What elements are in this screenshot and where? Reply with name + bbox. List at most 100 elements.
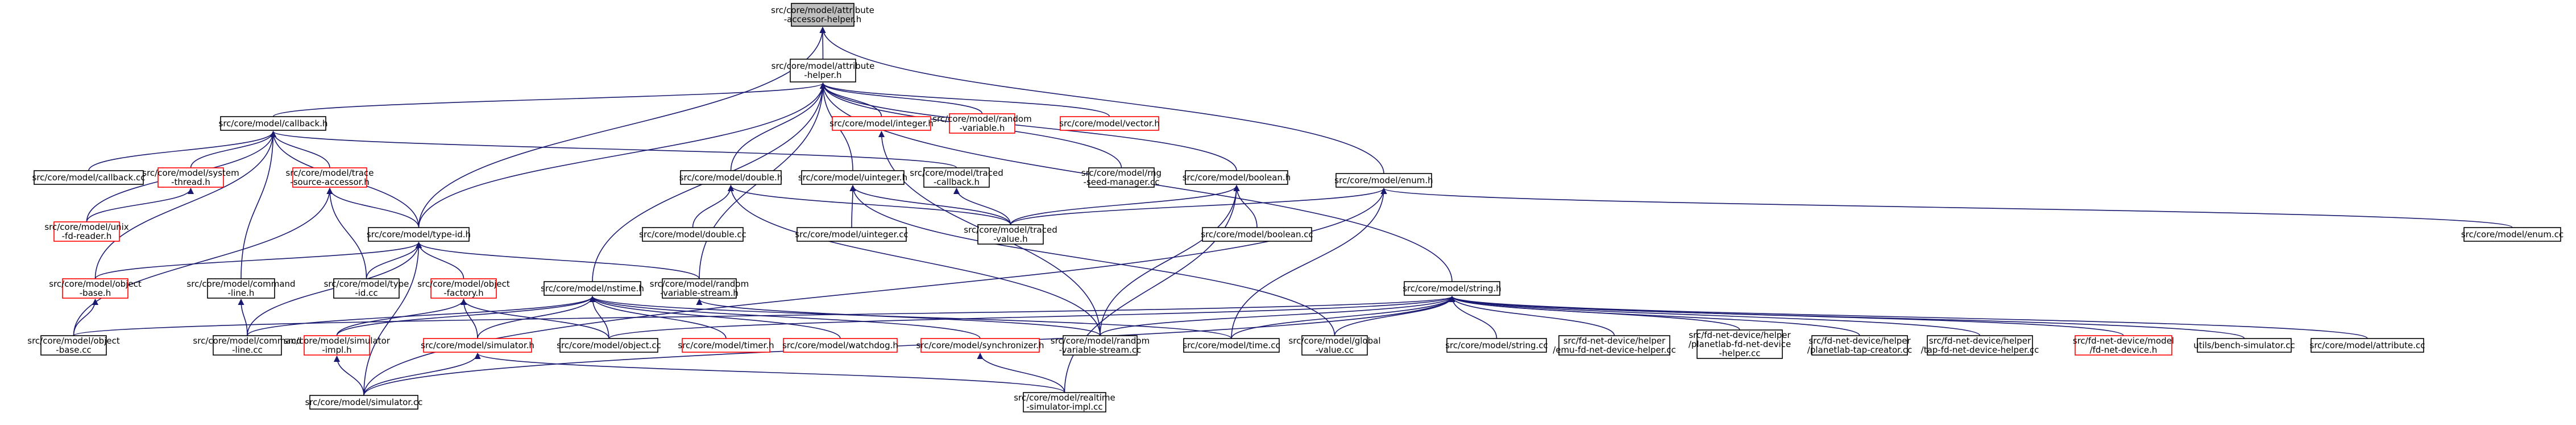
node-global-value-cc[interactable]: src/core/model/global-value.cc: [1288, 335, 1381, 356]
edge-line: [727, 184, 1101, 336]
node-enum-cc[interactable]: src/core/model/enum.cc: [2461, 227, 2563, 242]
edge-line: [849, 184, 856, 228]
edge-string-cc-to-string-h: [1449, 295, 1498, 339]
node-label-line: src/core/model/attribute: [771, 5, 874, 15]
node-box: [1335, 173, 1432, 188]
node-string-cc[interactable]: src/core/model/string.cc: [1445, 338, 1548, 353]
node-traced-value-h[interactable]: src/core/model/traced-value.h: [964, 224, 1057, 245]
edge-simulator-impl-h-to-nstime-h: [336, 295, 596, 336]
edge-line: [1449, 295, 1615, 336]
node-box: [642, 227, 744, 242]
edge-simulator-h-to-object-factory-h: [460, 298, 478, 339]
node-planetlab-tap-creator-cc[interactable]: src/fd-net-device/helper/planetlab-tap-c…: [1807, 335, 1912, 356]
edge-object-base-cc-to-string-h: [73, 295, 1455, 336]
node-label-line: src/core/model/nstime.h: [541, 283, 644, 294]
node-object-base-h[interactable]: src/core/model/object-base.h: [49, 278, 142, 299]
edge-line: [88, 130, 277, 171]
node-label-line: -value.h: [993, 234, 1027, 244]
node-command-line-cc[interactable]: src/core/model/command-line.cc: [193, 335, 302, 356]
node-box: [2197, 338, 2292, 353]
edge-line: [474, 352, 1065, 393]
edge-line: [589, 295, 841, 339]
node-uinteger-cc[interactable]: src/core/model/uinteger.cc: [795, 227, 909, 242]
node-boolean-cc[interactable]: src/core/model/boolean.cc: [1201, 227, 1313, 242]
node-box: [682, 338, 770, 353]
edge-line: [819, 26, 1384, 174]
node-nstime-h[interactable]: src/core/model/nstime.h: [541, 281, 644, 296]
node-bench-simulator-cc[interactable]: utils/bench-simulator.cc: [2193, 338, 2295, 353]
node-random-variable-h[interactable]: src/core/model/random-variable.h: [932, 113, 1032, 134]
node-trace-source-accessor-h[interactable]: src/core/model/trace-source-accessor.h: [286, 167, 374, 188]
node-label-line: -callback.h: [934, 177, 980, 187]
node-random-variable-stream-h[interactable]: src/core/model/random-variable-stream.h: [650, 278, 749, 299]
edge-line: [363, 295, 1455, 396]
edge-line: [819, 82, 882, 117]
node-label-line: src/core/model/random: [650, 279, 749, 289]
node-label-line: -value.cc: [1316, 345, 1354, 355]
node-simulator-cc[interactable]: src/core/model/simulator.cc: [305, 395, 423, 410]
node-simulator-impl-h[interactable]: src/core/model/simulator-impl.h: [284, 335, 391, 356]
node-label-line: src/core/model/object: [417, 279, 510, 289]
node-label-line: src/core/model/attribute: [771, 61, 875, 71]
edge-type-id-cc-to-trace-source-accessor-h: [326, 187, 367, 279]
node-enum-h[interactable]: src/core/model/enum.h: [1334, 173, 1433, 188]
node-label-line: -accessor-helper.h: [784, 14, 861, 24]
node-emu-fd-net-device-helper-cc[interactable]: src/fd-net-device/helper/emu-fd-net-devi…: [1553, 335, 1676, 356]
node-attribute-helper[interactable]: src/core/model/attribute-helper.h: [771, 59, 875, 82]
edge-line: [247, 241, 422, 336]
node-callback-h[interactable]: src/core/model/callback.h: [219, 116, 328, 131]
node-rng-seed-manager-cc[interactable]: src/core/model/rng-seed-manager.cc: [1081, 167, 1162, 188]
node-vector-h[interactable]: src/core/model/vector.h: [1059, 116, 1160, 131]
node-traced-callback-h[interactable]: src/core/model/traced-callback.h: [910, 167, 1003, 188]
node-unix-fd-reader-h[interactable]: src/core/model/unix-fd-reader.h: [44, 221, 129, 242]
node-realtime-simulator-impl-cc[interactable]: src/core/model/realtime-simulator-impl.c…: [1014, 392, 1115, 412]
node-system-thread-h[interactable]: src/core/model/system-thread.h: [142, 167, 239, 188]
node-time-cc[interactable]: src/core/model/time.cc: [1183, 338, 1280, 353]
node-box: [157, 167, 224, 188]
node-boolean-h[interactable]: src/core/model/boolean.h: [1183, 170, 1291, 185]
node-type-id-cc[interactable]: src/core/model/type-id.cc: [324, 278, 409, 299]
node-uinteger-h[interactable]: src/core/model/uinteger.h: [798, 170, 907, 185]
node-label-line: src/core/model/integer.h: [829, 118, 934, 129]
node-box: [662, 278, 737, 299]
node-label-line: src/core/model/boolean.h: [1183, 172, 1291, 183]
node-label-line: src/core/model/double.h: [679, 172, 783, 183]
node-label-line: src/core/model/type-id.h: [367, 229, 471, 240]
node-box: [923, 167, 990, 188]
node-watchdog-h[interactable]: src/core/model/watchdog.h: [782, 338, 898, 353]
node-label-line: /emu-fd-net-device-helper.cc: [1553, 345, 1675, 355]
node-type-id-h[interactable]: src/core/model/type-id.h: [367, 227, 471, 242]
edge-object-base-h-to-type-id-h: [94, 241, 422, 279]
node-double-cc[interactable]: src/core/model/double.cc: [639, 227, 746, 242]
node-box: [791, 3, 854, 27]
edge-uinteger-cc-to-uinteger-h: [849, 184, 856, 228]
node-planetlab-fd-net-device-helper-cc[interactable]: src/fd-net-device/helper/planetlab-fd-ne…: [1689, 329, 1791, 359]
node-callback-cc[interactable]: src/core/model/callback.cc: [32, 170, 146, 185]
node-fd-net-device-h[interactable]: src/fd-net-device/model/fd-net-device.h: [2073, 335, 2174, 356]
node-integer-h[interactable]: src/core/model/integer.h: [829, 116, 934, 131]
node-attribute-cc[interactable]: src/core/model/attribute.cc: [2310, 338, 2425, 353]
node-object-cc[interactable]: src/core/model/object.cc: [557, 338, 661, 353]
node-synchronizer-h[interactable]: src/core/model/synchronizer.h: [916, 338, 1044, 353]
node-box: [832, 116, 931, 131]
node-label-line: -factory.h: [443, 288, 483, 298]
node-string-h[interactable]: src/core/model/string.h: [1403, 281, 1501, 296]
node-simulator-h[interactable]: src/core/model/simulator.h: [421, 338, 534, 353]
node-label-line: src/core/model/traced: [910, 168, 1003, 178]
node-label-line: src/fd-net-device/helper: [1929, 336, 2031, 346]
node-label-line: -variable-stream.cc: [1059, 345, 1142, 355]
node-tap-fd-net-device-helper-cc[interactable]: src/fd-net-device/helper/tap-fd-net-devi…: [1921, 335, 2039, 356]
node-command-line-h[interactable]: src/core/model/command-line.h: [186, 278, 296, 299]
node-double-h[interactable]: src/core/model/double.h: [679, 170, 783, 185]
node-object-factory-h[interactable]: src/core/model/object-factory.h: [417, 278, 510, 299]
edge-line: [820, 82, 1110, 117]
edge-boolean-cc-to-boolean-h: [1233, 184, 1258, 228]
node-label-line: -variable-stream.h: [660, 288, 739, 298]
node-box: [1185, 170, 1288, 185]
node-object-base-cc[interactable]: src/core/model/object-base.cc: [27, 335, 120, 356]
node-label-line: /fd-net-device.h: [2090, 345, 2158, 355]
node-random-variable-stream-cc[interactable]: src/core/model/random-variable-stream.cc: [1051, 335, 1150, 356]
node-timer-h[interactable]: src/core/model/timer.h: [678, 338, 774, 353]
node-label-line: src/core/model/synchronizer.h: [916, 340, 1044, 350]
edge-time-cc-to-enum-h: [1231, 187, 1387, 339]
